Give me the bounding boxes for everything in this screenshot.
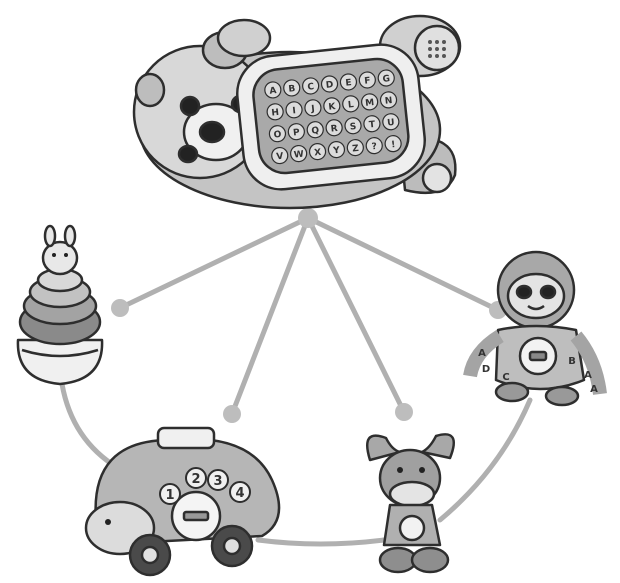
tablet-key-label: D: [325, 80, 333, 91]
tablet-key-label: W: [293, 150, 304, 161]
tablet-key: A: [264, 81, 282, 99]
tablet-key-label: F: [364, 76, 371, 87]
tablet-key: V: [271, 146, 289, 165]
tablet-key-label: S: [349, 122, 356, 133]
tablet-key-label: K: [328, 102, 337, 113]
tablet-key-label: G: [382, 74, 390, 85]
tablet-key: R: [325, 119, 343, 137]
connector-lines: [59, 215, 533, 547]
sloth-letter: A: [590, 384, 598, 395]
tablet-key: Q: [306, 121, 324, 139]
tablet-key-label: E: [345, 78, 352, 89]
number-label: 4: [235, 486, 244, 501]
sloth-letter: B: [568, 356, 576, 367]
tablet-key: Z: [346, 139, 364, 157]
tablet-key: T: [363, 115, 381, 133]
tablet-key-label: B: [288, 84, 296, 95]
tablet-key: C: [302, 77, 320, 95]
tablet-key: L: [342, 95, 360, 113]
tablet-key: S: [344, 117, 362, 135]
sloth-letter: D: [482, 364, 490, 375]
tablet-key: F: [358, 71, 376, 89]
tablet-key: X: [308, 142, 327, 161]
tablet-key: U: [382, 113, 400, 131]
tablet-key: N: [379, 91, 398, 109]
tablet-key: O: [268, 125, 287, 143]
tablet-key-label: L: [348, 100, 355, 111]
connector-node: [395, 403, 413, 421]
sloth-letter: A: [478, 348, 486, 359]
tablet-key-label: I: [292, 106, 296, 116]
tablet-key: D: [320, 75, 339, 93]
tablet-key: K: [323, 97, 341, 115]
number-button: 2: [185, 467, 207, 489]
number-label: 1: [165, 488, 174, 503]
tablet-key-label: Z: [352, 144, 360, 155]
tablet-key-label: P: [293, 128, 301, 139]
tablet-key: M: [361, 93, 379, 111]
tablet-key-label: U: [387, 118, 395, 129]
sloth-letter: C: [502, 372, 509, 383]
tablet-key: H: [266, 103, 284, 121]
connector-node: [223, 405, 241, 423]
tablet-key-label: V: [276, 152, 284, 163]
tablet-key-label: N: [384, 96, 393, 107]
tablet-key-label: T: [369, 120, 377, 131]
number-button: 3: [207, 469, 229, 491]
tablet-key: G: [377, 69, 395, 87]
tablet-key-label: A: [269, 86, 277, 97]
moose-toy: [366, 433, 455, 574]
stacking-rings-toy: [16, 224, 104, 386]
number-button: 4: [229, 481, 251, 503]
tablet-key-label: Q: [311, 126, 320, 137]
connector-node: [298, 208, 318, 228]
tablet-key-label: O: [273, 130, 282, 141]
number-label: 3: [213, 474, 222, 489]
hedgehog-car-toy: [84, 426, 281, 577]
tablet-key: E: [339, 73, 358, 91]
tablet-key-label: M: [365, 98, 375, 109]
tablet-key-label: !: [391, 140, 396, 150]
tablet-key-label: Y: [332, 146, 341, 157]
tablet-key-label: X: [314, 148, 322, 159]
sloth-letter: A: [584, 370, 592, 381]
tablet-key: W: [290, 144, 308, 163]
tablet-key-label: J: [310, 104, 315, 114]
tablet-key: I: [285, 101, 303, 119]
number-label: 2: [191, 472, 200, 487]
tablet-key: Y: [327, 141, 346, 159]
tablet-key: ?: [365, 137, 383, 155]
tablet-key: !: [384, 135, 402, 153]
tablet-key-label: H: [271, 108, 280, 119]
tablet-key-label: C: [307, 82, 315, 93]
sloth-toy: [463, 250, 607, 407]
connector-node: [111, 299, 129, 317]
number-button: 1: [159, 483, 181, 505]
otter-tablet-toy: [132, 14, 462, 210]
tablet-key: B: [283, 79, 301, 97]
tablet-key-label: ?: [371, 142, 377, 152]
tablet-key: P: [287, 123, 305, 141]
tablet-key: J: [304, 99, 322, 117]
tablet-key-label: R: [330, 124, 338, 135]
